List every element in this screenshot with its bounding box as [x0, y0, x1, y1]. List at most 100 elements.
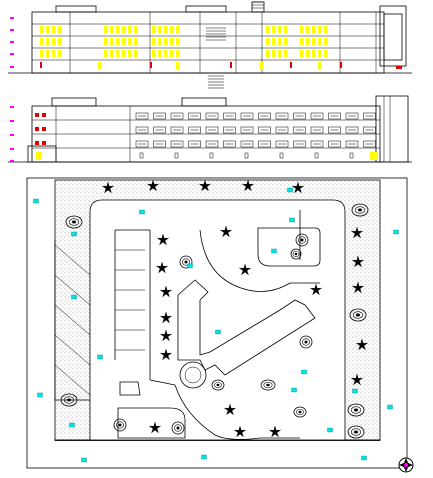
parking-left — [54, 240, 91, 401]
window-pane — [272, 50, 276, 57]
window-pane — [158, 50, 162, 57]
window-pane — [266, 50, 270, 57]
star-tree-icon — [355, 338, 369, 351]
window-pane — [306, 50, 310, 57]
window-pane — [306, 26, 310, 33]
window-pane — [284, 50, 288, 57]
window-pane — [176, 26, 180, 33]
star-tree-icon — [155, 261, 169, 274]
shrub-cluster-icon — [260, 379, 276, 391]
label-tag — [187, 263, 193, 269]
label-tag — [69, 422, 75, 428]
label-tag — [33, 198, 39, 204]
perimeter-planting-band — [54, 179, 381, 441]
shrub-cluster-icon — [113, 418, 127, 432]
rear-window-group — [135, 112, 376, 159]
window-pane — [122, 50, 126, 57]
window-pane — [164, 38, 168, 45]
door-marker — [230, 62, 232, 68]
window-pane — [46, 26, 50, 33]
star-tree-icon — [156, 233, 170, 246]
label-tag — [215, 329, 221, 335]
garden-bed-ne — [257, 227, 321, 267]
label-tag — [201, 454, 207, 460]
window-pane — [40, 50, 44, 57]
label-tag — [291, 387, 297, 393]
garden-bed-sw — [117, 407, 186, 439]
label-tag — [71, 231, 77, 237]
ground-window — [279, 152, 284, 159]
rear-red-markers — [35, 113, 378, 160]
window-pane — [284, 38, 288, 45]
window-pane — [128, 38, 132, 45]
entrance-steps — [208, 75, 224, 89]
shrub-cluster-icon — [293, 406, 307, 418]
window-pane — [312, 38, 316, 45]
window-pane — [134, 50, 138, 57]
shrub-cluster-icon — [349, 308, 367, 322]
label-tag — [289, 217, 295, 223]
driveway — [174, 384, 300, 440]
window-pane — [122, 38, 126, 45]
window-pane — [52, 38, 56, 45]
ground-window — [139, 152, 144, 159]
star-tree-icon — [350, 373, 364, 386]
door-pane — [176, 62, 179, 70]
window-pane — [284, 26, 288, 33]
window-pane — [110, 38, 114, 45]
front-window-group — [40, 26, 342, 70]
window-pane — [170, 50, 174, 57]
window-pane — [104, 50, 108, 57]
label-tag — [97, 354, 103, 360]
shrub-cluster-icon — [179, 255, 193, 269]
door-marker — [150, 62, 152, 68]
star-tree-icon — [146, 179, 160, 192]
shrub-cluster-icon — [347, 425, 365, 439]
shrub-cluster-icon — [60, 393, 78, 407]
door-marker — [40, 62, 42, 68]
shrub-group — [60, 203, 369, 439]
door-pane — [98, 62, 101, 70]
shrub-cluster-icon — [299, 335, 313, 349]
window-pane — [134, 26, 138, 33]
star-tree-icon — [148, 421, 162, 434]
window-pane — [116, 38, 120, 45]
window-pane — [312, 50, 316, 57]
window-pane — [116, 26, 120, 33]
window-pane — [158, 26, 162, 33]
window-pane — [152, 50, 156, 57]
window-pane — [318, 50, 322, 57]
site-plan — [26, 177, 414, 473]
window-pane — [324, 26, 328, 33]
tree-group — [101, 179, 369, 438]
window-pane — [40, 38, 44, 45]
star-tree-icon — [159, 311, 173, 324]
stair-hatch — [206, 27, 226, 41]
window-pane — [46, 38, 50, 45]
label-tag — [301, 369, 307, 375]
star-tree-icon — [223, 403, 237, 416]
window-pane — [324, 38, 328, 45]
label-tag — [81, 457, 87, 463]
star-tree-icon — [219, 225, 233, 238]
door-pane — [260, 62, 263, 70]
label-tag — [139, 209, 145, 215]
window-pane — [152, 38, 156, 45]
label-tag — [271, 248, 277, 254]
building-footprint — [177, 279, 316, 376]
window-pane — [306, 38, 310, 45]
star-tree-icon — [309, 283, 323, 296]
window-pane — [300, 50, 304, 57]
star-tree-icon — [198, 179, 212, 192]
window-pane — [266, 38, 270, 45]
ground-window — [209, 152, 214, 159]
shrub-cluster-icon — [290, 248, 302, 260]
star-tree-icon — [268, 425, 282, 438]
door-pane — [318, 62, 321, 70]
window-pane — [116, 50, 120, 57]
label-tag — [287, 187, 293, 193]
window-pane — [46, 50, 50, 57]
label-tag — [361, 455, 367, 461]
shrub-cluster-icon — [171, 421, 185, 435]
